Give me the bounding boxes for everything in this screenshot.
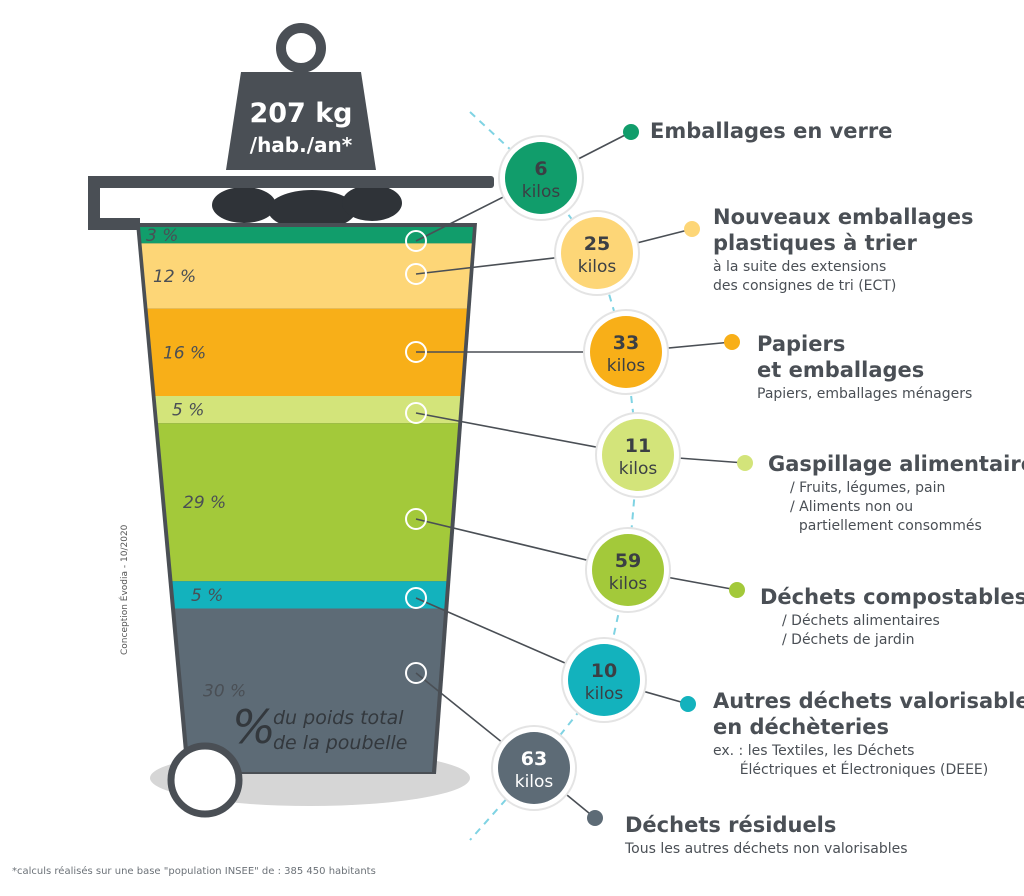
percent-label-2: 16 %	[163, 343, 206, 363]
category-subtitle-5: Éléctriques et Électroniques (DEEE)	[713, 762, 989, 778]
bubble-unit-3: kilos	[619, 459, 658, 479]
category-subtitle-2: Papiers, emballages ménagers	[757, 386, 973, 402]
category-subtitle-4: / Déchets de jardin	[782, 632, 915, 648]
category-subtitle-1: des consignes de tri (ECT)	[713, 278, 897, 294]
segment-marker-2	[405, 341, 427, 363]
percent-caption-line-2: de la poubelle	[273, 732, 408, 754]
bubble-6	[498, 732, 570, 804]
category-subtitle-3: / Fruits, légumes, pain	[790, 480, 946, 496]
category-title-0: Emballages en verre	[650, 119, 893, 143]
bubble-value-5: 10	[591, 660, 617, 682]
segment-0	[140, 227, 473, 244]
category-dot-6	[587, 810, 603, 826]
segment-6	[175, 608, 445, 772]
percent-label-6: 30 %	[203, 681, 246, 701]
segment-2	[147, 308, 467, 396]
weight-block	[226, 72, 376, 170]
percent-caption-line-1: du poids total	[273, 707, 404, 729]
category-dot-1	[684, 221, 700, 237]
bin-lid-gap	[100, 188, 140, 218]
percent-caption-symbol: %	[232, 700, 276, 754]
category-subtitle-3: / Aliments non ou	[790, 499, 914, 515]
segment-marker-1	[405, 263, 427, 285]
bubble-unit-0: kilos	[522, 182, 561, 202]
bubble-0	[505, 142, 577, 214]
category-title-3: Gaspillage alimentaire	[768, 452, 1024, 476]
category-title-5: Autres déchets valorisables	[713, 689, 1024, 713]
segment-5	[172, 581, 447, 609]
segment-3	[155, 395, 461, 424]
weight-unit: /hab./an*	[249, 133, 353, 157]
category-dot-3	[737, 455, 753, 471]
category-dot-4	[729, 582, 745, 598]
category-subtitle-6: Tous les autres déchets non valorisables	[625, 841, 908, 857]
bin-lid	[88, 176, 494, 188]
segment-marker-0	[405, 230, 427, 252]
category-title-2: et emballages	[757, 358, 925, 382]
garbage-bag	[342, 185, 402, 221]
bubble-value-2: 33	[613, 332, 639, 354]
bubble-value-0: 6	[534, 158, 547, 180]
bubble-5	[568, 644, 640, 716]
bubble-1	[561, 217, 633, 289]
bubble-value-3: 11	[625, 435, 651, 457]
bubble-value-1: 25	[584, 233, 610, 255]
category-dot-2	[724, 334, 740, 350]
segment-1	[141, 243, 472, 309]
bin-wheel	[167, 742, 243, 818]
category-subtitle-5: ex. : les Textiles, les Déchets	[713, 743, 915, 759]
bubble-unit-2: kilos	[607, 356, 646, 376]
category-dot-0	[623, 124, 639, 140]
category-title-1: plastiques à trier	[713, 231, 917, 255]
percent-label-3: 5 %	[172, 401, 204, 421]
bubble-unit-6: kilos	[515, 772, 554, 792]
category-title-6: Déchets résiduels	[625, 813, 837, 837]
category-dot-5	[680, 696, 696, 712]
bubble-2	[590, 316, 662, 388]
bubble-3	[602, 419, 674, 491]
category-subtitle-4: / Déchets alimentaires	[782, 613, 940, 629]
segment-marker-4	[405, 508, 427, 530]
category-subtitle-3: partiellement consommés	[790, 518, 982, 534]
category-title-4: Déchets compostables	[760, 585, 1024, 609]
bubble-value-4: 59	[615, 550, 641, 572]
bubble-unit-5: kilos	[585, 684, 624, 704]
footnote: *calculs réalisés sur une base "populati…	[12, 866, 376, 877]
category-title-5: en déchèteries	[713, 715, 889, 739]
percent-label-1: 12 %	[153, 267, 196, 287]
segment-marker-6	[405, 662, 427, 684]
bubble-4	[592, 534, 664, 606]
percent-label-4: 29 %	[183, 493, 226, 513]
percent-label-0: 3 %	[146, 226, 178, 246]
garbage-bag	[268, 190, 356, 230]
credit-text: Conception Évodia - 10/2020	[120, 524, 130, 655]
bubble-unit-1: kilos	[578, 257, 617, 277]
bubble-value-6: 63	[521, 748, 547, 770]
percent-label-5: 5 %	[191, 586, 223, 606]
weight-value: 207 kg	[249, 98, 353, 129]
garbage-bag	[212, 187, 276, 223]
category-title-1: Nouveaux emballages	[713, 205, 974, 229]
segment-4	[158, 423, 459, 582]
segment-marker-3	[405, 402, 427, 424]
category-subtitle-1: à la suite des extensions	[713, 259, 887, 275]
weight-ring	[276, 23, 326, 73]
bubble-unit-4: kilos	[609, 574, 648, 594]
category-title-2: Papiers	[757, 332, 846, 356]
segment-marker-5	[405, 587, 427, 609]
